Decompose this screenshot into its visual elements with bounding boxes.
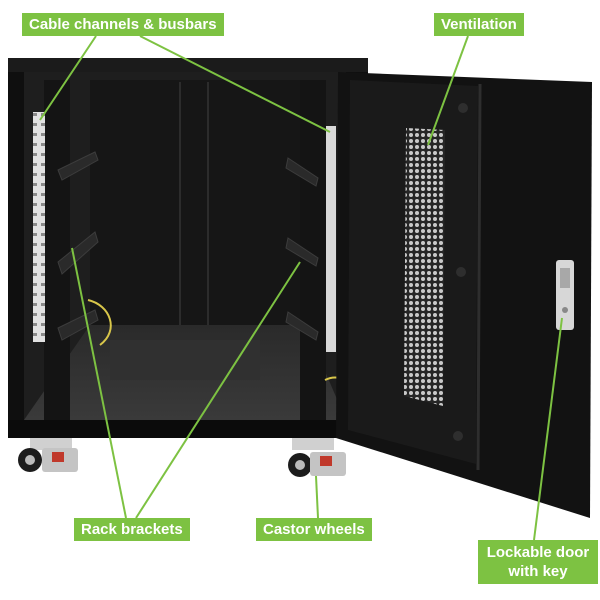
callout-lockable-door: Lockable door with key xyxy=(478,540,598,584)
busbar-right xyxy=(326,126,336,352)
callout-rack-brackets: Rack brackets xyxy=(74,518,190,541)
callout-ventilation: Ventilation xyxy=(434,13,524,36)
rack-brackets xyxy=(57,151,319,341)
cabinet-body xyxy=(8,58,368,438)
leader-lines xyxy=(39,35,563,541)
busbar-left xyxy=(33,112,45,342)
door-lock-handle xyxy=(556,260,574,330)
cabinet-door xyxy=(336,72,592,518)
castor-wheel-right xyxy=(288,438,346,477)
callout-cable-channels: Cable channels & busbars xyxy=(22,13,224,36)
ventilation-panel xyxy=(404,128,445,406)
castor-wheel-left xyxy=(18,438,78,472)
callout-castor-wheels: Castor wheels xyxy=(256,518,372,541)
